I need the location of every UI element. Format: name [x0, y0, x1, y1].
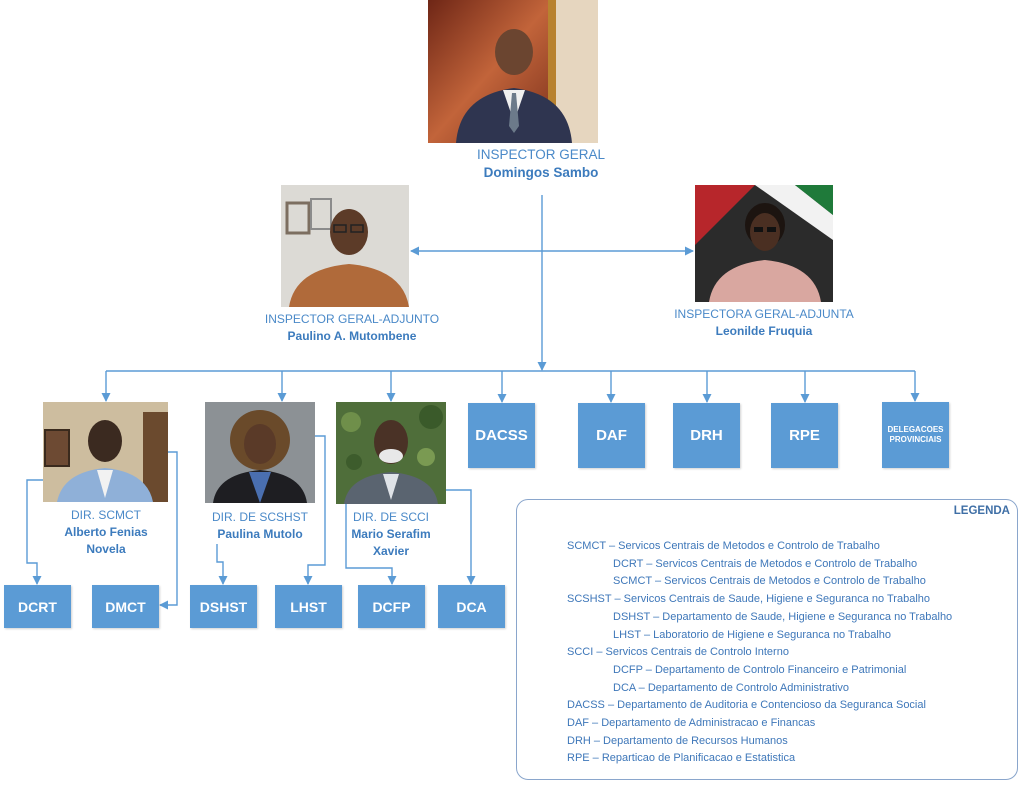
connector-line [303, 435, 326, 585]
unit-label: RPE [789, 427, 820, 444]
director-label-scci: DIR. DE SCCI Mario Serafim Xavier [336, 509, 446, 560]
legend-subitem: DCRT – Servicos Centrais de Metodos e Co… [613, 557, 918, 570]
position-title: DIR. SCMCT [71, 508, 141, 522]
legend-item: SCCI – Servicos Centrais de Controlo Int… [567, 646, 789, 659]
director-label-scshst: DIR. DE SCSHST Paulina Mutolo [205, 509, 315, 543]
person-name: Paulino A. Mutombene [287, 329, 417, 343]
legend-list: SCMCT – Servicos Centrais de Metodos e C… [567, 538, 952, 768]
dept-box-dmct: DMCT [92, 585, 159, 628]
legend-subitem: SCMCT – Servicos Centrais de Metodos e C… [613, 575, 926, 588]
legend-item: DAF – Departamento de Administracao e Fi… [567, 717, 816, 730]
position-title: INSPECTOR GERAL-ADJUNTO [264, 312, 440, 326]
dept-label: DCRT [18, 598, 57, 615]
legend-subitem: DCFP – Departamento de Controlo Financei… [613, 663, 907, 676]
person-name: Leonilde Fruquia [715, 324, 813, 338]
legend-item: RPE – Reparticao de Planificacao e Estat… [567, 752, 796, 765]
portrait-photo-dir-scshst [205, 402, 315, 503]
position-title: DIR. DE SCCI [352, 510, 429, 524]
dept-label: DSHST [199, 598, 248, 615]
portrait-photo-dir-scmct [43, 402, 168, 502]
deputy-label-left: INSPECTOR GERAL-ADJUNTO Paulino A. Mutom… [252, 311, 452, 345]
person-name: Alberto Fenias Novela [64, 525, 148, 556]
portrait-photo-inspector-geral [428, 0, 598, 143]
person-name: Mario Serafim Xavier [351, 527, 431, 558]
dept-label: DMCT [105, 598, 146, 615]
unit-label: DAF [596, 427, 627, 444]
unit-box-rpe: RPE [771, 403, 838, 468]
unit-box-drh: DRH [673, 403, 740, 468]
head-label: INSPECTOR GERAL Domingos Sambo [441, 146, 641, 182]
dept-box-lhst: LHST [275, 585, 342, 628]
legend-panel: LEGENDA SCMCT – Servicos Centrais de Met… [516, 499, 1018, 780]
deputy-label-right: INSPECTORA GERAL-ADJUNTA Leonilde Fruqui… [664, 306, 864, 340]
legend-subitem: LHST – Laboratorio de Higiene e Seguranc… [613, 628, 892, 641]
connector-line [159, 451, 178, 610]
person-name: Domingos Sambo [483, 165, 599, 180]
legend-item: DACSS – Departamento de Auditoria e Cont… [567, 699, 926, 712]
position-title: INSPECTORA GERAL-ADJUNTA [674, 307, 854, 321]
dept-label: LHST [290, 598, 327, 615]
legend-item: DRH – Departamento de Recursos Humanos [567, 734, 788, 747]
portrait-photo-dir-scci [336, 402, 446, 504]
legend-item: SCMCT – Servicos Centrais de Metodos e C… [567, 540, 880, 552]
connector-line [345, 504, 397, 585]
legend-subitem: DCA – Departamento de Controlo Administr… [613, 681, 850, 694]
dept-box-dca: DCA [438, 585, 505, 628]
connector-line [26, 479, 43, 585]
legend-subitem: DSHST – Departamento de Saude, Higiene e… [613, 610, 953, 623]
dept-label: DCA [456, 598, 487, 615]
position-title: INSPECTOR GERAL [476, 147, 606, 162]
person-name: Paulina Mutolo [217, 527, 303, 541]
unit-box-daf: DAF [578, 403, 645, 468]
connector-line [446, 489, 476, 585]
portrait-photo-deputy-right [695, 185, 833, 302]
unit-label: DACSS [475, 427, 528, 444]
director-label-scmct: DIR. SCMCT Alberto Fenias Novela [51, 507, 161, 558]
dept-box-dcfp: DCFP [358, 585, 425, 628]
unit-box-delegacoes-provinciais: DELEGACOES PROVINCIAIS [882, 402, 949, 468]
unit-box-dacss: DACSS [468, 403, 535, 468]
unit-label: DRH [690, 427, 723, 444]
position-title: DIR. DE SCSHST [211, 510, 308, 524]
connector-line [216, 544, 228, 585]
legend-item: SCSHST – Servicos Centrais de Saude, Hig… [567, 593, 931, 606]
dept-box-dcrt: DCRT [4, 585, 71, 628]
legend-title: LEGENDA [953, 505, 1010, 517]
portrait-photo-deputy-left [281, 185, 409, 307]
dept-box-dshst: DSHST [190, 585, 257, 628]
unit-label: DELEGACOES PROVINCIAIS [887, 425, 944, 444]
dept-label: DCFP [372, 598, 411, 615]
